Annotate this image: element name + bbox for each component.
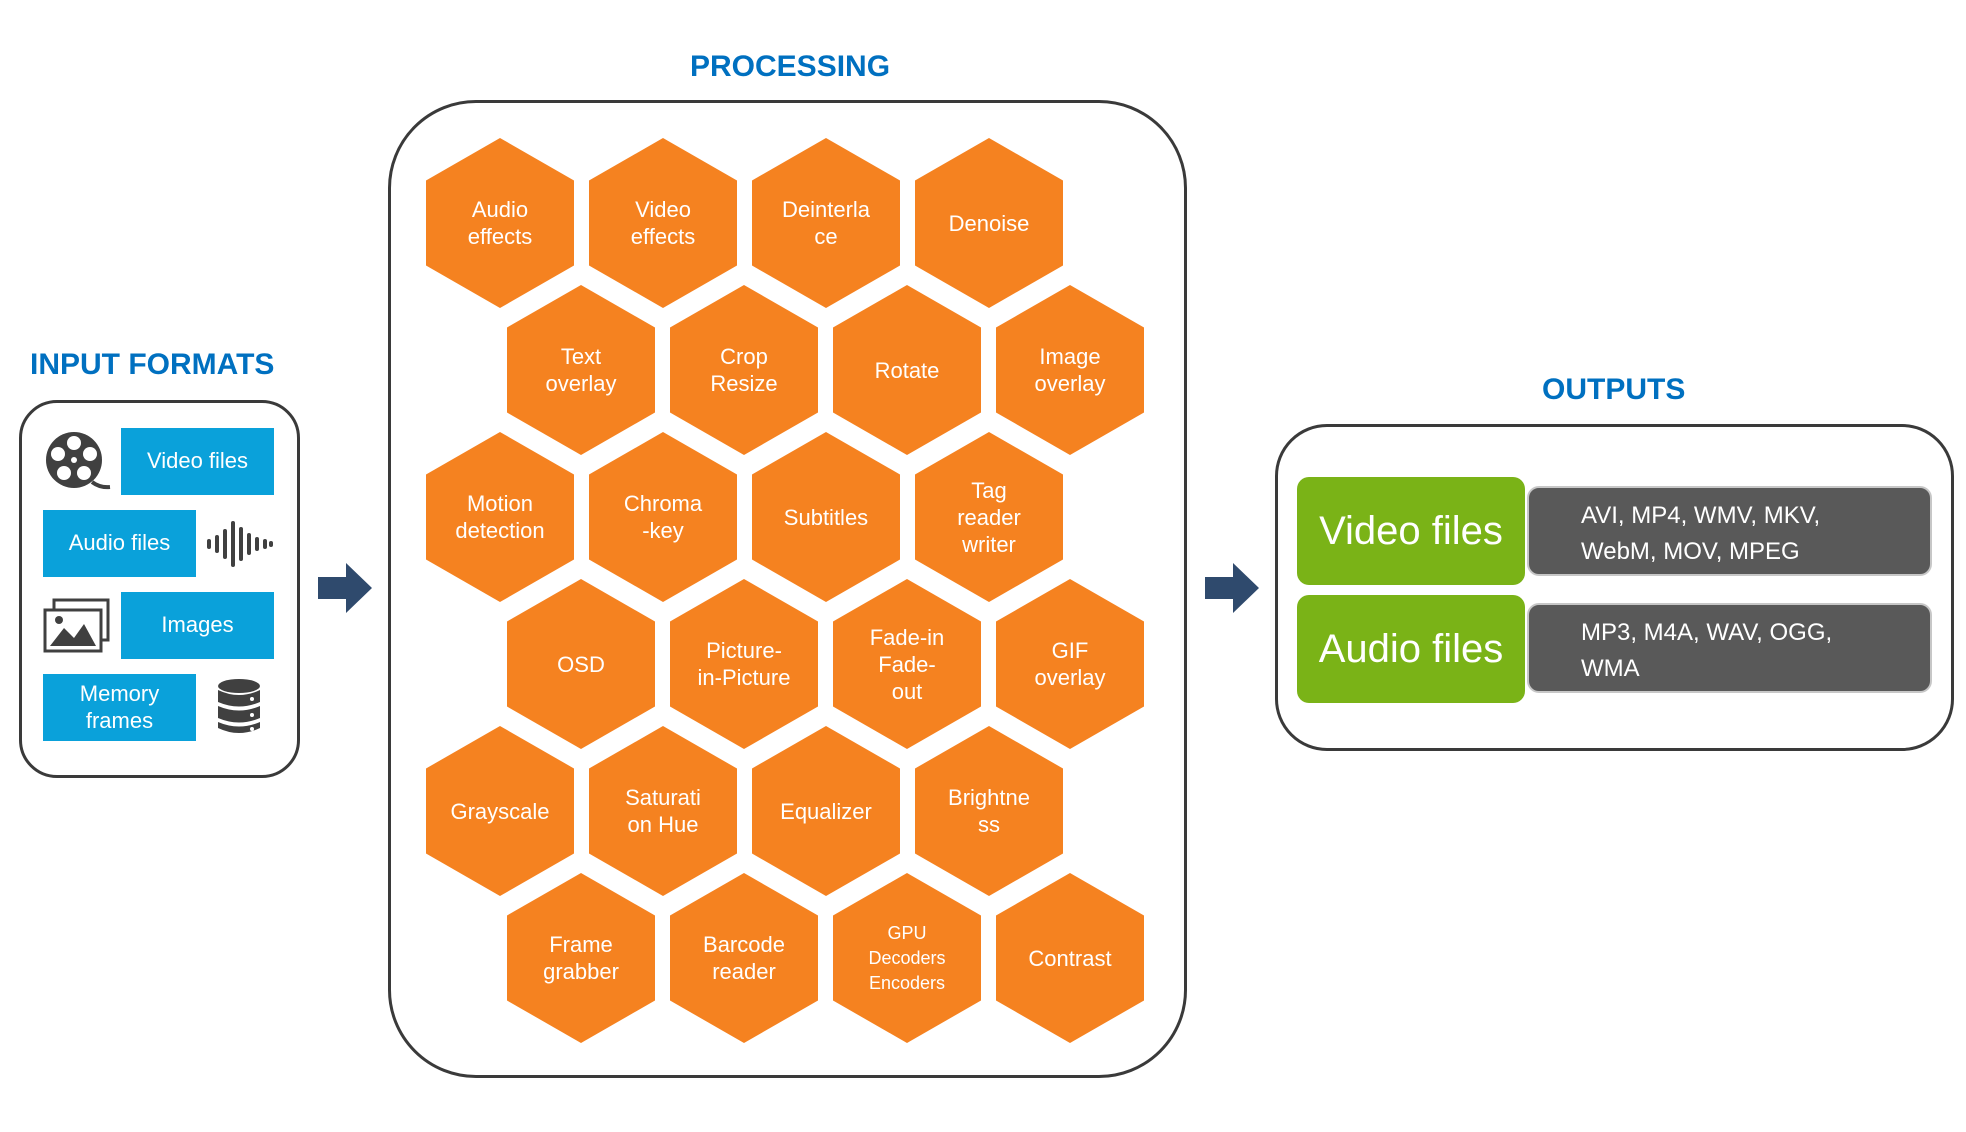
input-audio-files: Audio files (43, 510, 196, 577)
output-video-formats: AVI, MP4, WMV, MKV, WebM, MOV, MPEG (1527, 486, 1932, 576)
hex-video-effects: Video effects (589, 138, 737, 308)
output-audio-files: Audio files (1297, 595, 1525, 703)
input-formats-heading: INPUT FORMATS (30, 348, 275, 381)
hex-text-overlay: Text overlay (507, 285, 655, 455)
arrow-right-icon (316, 559, 374, 617)
outputs-heading: OUTPUTS (1542, 373, 1686, 406)
output-audio-formats: MP3, M4A, WAV, OGG, WMA (1527, 603, 1932, 693)
input-video-files: Video files (121, 428, 274, 495)
input-memory-frames: Memory frames (43, 674, 196, 741)
output-video-files: Video files (1297, 477, 1525, 585)
hex-rotate: Rotate (833, 285, 981, 455)
processing-heading: PROCESSING (690, 50, 891, 83)
sound-wave-icon (205, 521, 273, 567)
film-reel-icon (44, 430, 112, 492)
input-images: Images (121, 592, 274, 659)
hex-deinterlace: Deinterla ce (752, 138, 900, 308)
database-icon (216, 678, 262, 736)
hex-crop-resize: Crop Resize (670, 285, 818, 455)
arrow-right-icon (1203, 559, 1261, 617)
image-gallery-icon (42, 598, 112, 654)
